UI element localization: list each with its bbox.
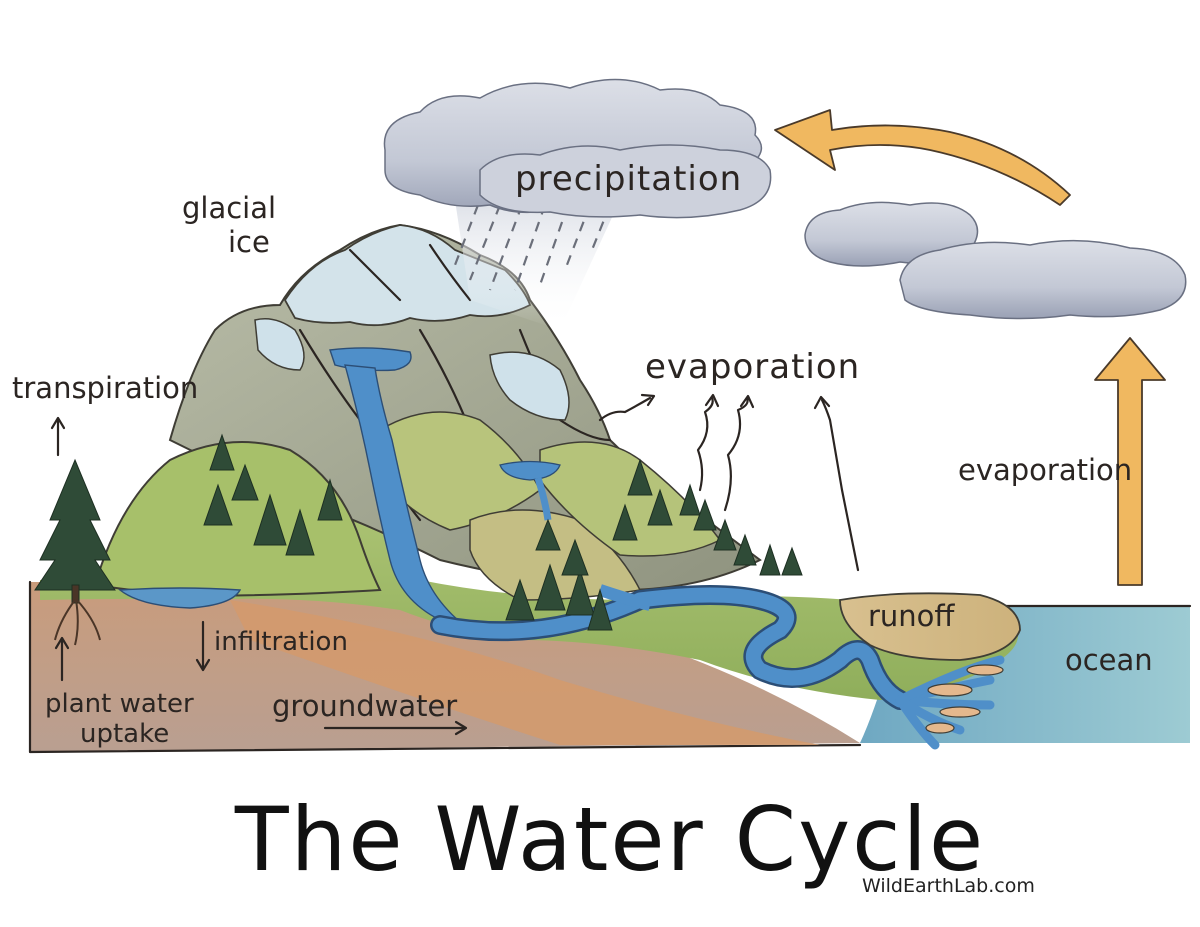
groundwater-arrow (323, 720, 468, 736)
glacial-ice (254, 224, 570, 421)
label-plant-water: plant water (45, 689, 194, 719)
runoff-bank (839, 592, 1021, 661)
trees (34, 433, 803, 646)
label-precipitation: precipitation (515, 159, 742, 199)
big-tree (34, 458, 116, 646)
evaporation-squiggle-arrows (598, 393, 860, 572)
transpiration-arrow (50, 416, 66, 457)
precipitation-cloud (383, 78, 772, 219)
label-runoff: runoff (868, 599, 955, 633)
title: The Water Cycle (234, 788, 985, 891)
small-cloud (804, 201, 979, 267)
label-transpiration: transpiration (12, 371, 198, 405)
label-infiltration: infiltration (214, 627, 348, 657)
rain (453, 200, 620, 330)
label-ocean: ocean (1065, 643, 1153, 677)
label-uptake: uptake (80, 719, 169, 749)
label-evaporation-ocean: evaporation (958, 453, 1132, 487)
credit: WildEarthLab.com (862, 875, 1035, 897)
infiltration-arrow (195, 620, 211, 672)
cloud-movement-arrow (774, 109, 1071, 206)
ground-soil (28, 580, 862, 754)
ocean-evaporation-arrow (1094, 337, 1166, 586)
label-glacial: glacial (182, 191, 276, 225)
river (118, 347, 1005, 750)
label-ice: ice (228, 225, 270, 259)
evaporation-cloud (899, 239, 1187, 320)
label-evaporation-land: evaporation (645, 347, 860, 387)
plant-uptake-arrow (54, 636, 70, 682)
label-groundwater: groundwater (272, 689, 457, 723)
